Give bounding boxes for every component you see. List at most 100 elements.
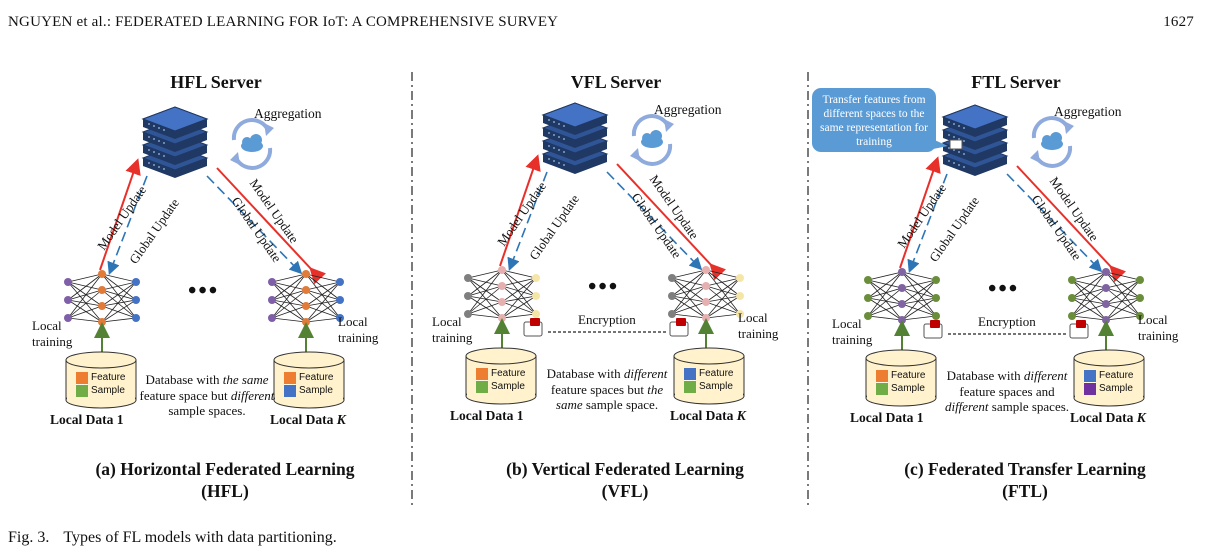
laptop-icon xyxy=(949,139,963,150)
encryption-lock-icon xyxy=(669,318,689,337)
local-data-k-prefix: Local Data xyxy=(1070,410,1137,425)
database-description-part: the same xyxy=(222,372,269,387)
model-update-arrow-left xyxy=(99,158,141,271)
local-training-label-left: Local training xyxy=(32,318,73,349)
subfigure-caption-line2: (HFL) xyxy=(201,481,249,501)
database-description-part: Database with xyxy=(145,372,223,387)
sample-label-right: Sample xyxy=(699,381,733,392)
aggregation-label: Aggregation xyxy=(654,102,722,117)
aggregation-cloud-icon xyxy=(630,114,674,166)
local-data-k-var: K xyxy=(1136,410,1146,425)
database-description-part: Database with xyxy=(546,366,624,381)
page-number: 1627 xyxy=(1163,14,1194,30)
sample-label-left: Sample xyxy=(91,385,125,396)
database-local-1 xyxy=(865,349,937,407)
sample-label-right: Sample xyxy=(1099,383,1133,394)
global-update-arrow-right xyxy=(206,175,303,275)
database-description-part: sample spaces. xyxy=(988,399,1070,414)
encryption-lock-icon xyxy=(523,318,543,337)
subfigure-caption-line1: (b) Vertical Federated Learning xyxy=(506,459,744,479)
feature-label-right: Feature xyxy=(1099,370,1134,381)
local-data-k-label: Local Data K xyxy=(1070,410,1146,426)
server-title: FTL Server xyxy=(971,72,1061,92)
local-training-label-left: Local training xyxy=(432,314,473,345)
model-update-arrow-right xyxy=(1016,165,1127,283)
server-title: VFL Server xyxy=(570,72,662,92)
local-training-label-left: Local training xyxy=(832,316,873,347)
server-icon xyxy=(541,102,609,174)
aggregation-cloud-icon xyxy=(1030,116,1074,168)
running-header-text: NGUYEN et al.: FEDERATED LEARNING FOR Io… xyxy=(8,14,559,30)
database-description-part: different xyxy=(230,387,275,403)
figure-caption: Fig. 3. Types of FL models with data part… xyxy=(8,529,337,547)
encryption-label: Encryption xyxy=(578,312,636,327)
global-update-arrow-right xyxy=(606,171,703,271)
aggregation-cloud-icon xyxy=(230,118,274,170)
database-description-part: feature space but xyxy=(139,387,231,403)
feature-label-left: Feature xyxy=(891,370,926,381)
feature-label-left: Feature xyxy=(491,368,526,379)
encryption-label: Encryption xyxy=(978,314,1036,329)
aggregation-label: Aggregation xyxy=(254,106,322,121)
database-description: Database with the same feature space but… xyxy=(139,372,275,419)
model-update-arrow-right xyxy=(616,163,727,281)
encryption-lock-icon xyxy=(1069,320,1089,339)
aggregation-label: Aggregation xyxy=(1054,104,1122,119)
database-description: Database with different feature spaces b… xyxy=(539,366,675,413)
subfigure-caption-line2: (VFL) xyxy=(601,481,649,501)
database-description-part: feature spaces and xyxy=(959,383,1055,399)
neural-network-left xyxy=(64,270,140,326)
database-local-1 xyxy=(465,347,537,405)
ellipsis: ••• xyxy=(588,274,620,300)
database-description: Database with different feature spaces a… xyxy=(939,368,1075,415)
neural-network-left xyxy=(464,266,540,322)
encryption-lock-icon xyxy=(923,320,943,339)
database-local-k xyxy=(1073,349,1145,407)
subfigure-caption-line1: (a) Horizontal Federated Learning xyxy=(95,459,355,479)
database-description-part: sample space. xyxy=(582,397,659,412)
model-update-arrow-right xyxy=(216,167,327,285)
update-arrows xyxy=(99,158,327,285)
local-data-k-var: K xyxy=(736,408,746,423)
database-description-part: Database with xyxy=(946,368,1024,383)
running-header: NGUYEN et al.: FEDERATED LEARNING FOR Io… xyxy=(8,14,558,31)
database-description-part: sample spaces. xyxy=(168,403,246,418)
neural-network-left xyxy=(864,268,940,324)
local-data-1-label: Local Data 1 xyxy=(50,412,124,427)
model-update-arrow-left xyxy=(499,154,541,267)
update-arrows xyxy=(899,156,1127,283)
global-update-arrow-right xyxy=(1006,173,1103,273)
neural-network-right xyxy=(668,266,744,322)
local-data-k-label: Local Data K xyxy=(270,412,346,428)
global-update-arrow-left xyxy=(107,175,148,275)
local-data-k-label: Local Data K xyxy=(670,408,746,424)
local-data-k-var: K xyxy=(336,412,346,427)
local-training-label-right: Local training xyxy=(338,314,379,345)
sample-label-left: Sample xyxy=(491,381,525,392)
local-data-k-prefix: Local Data xyxy=(670,408,737,423)
sample-label-left: Sample xyxy=(891,383,925,394)
database-description-part: different xyxy=(1023,368,1068,383)
server-icon xyxy=(141,106,209,178)
ellipsis: ••• xyxy=(188,278,220,304)
global-update-arrow-left xyxy=(907,173,948,273)
server-icon xyxy=(941,104,1009,176)
global-update-arrow-left xyxy=(507,171,548,271)
neural-network-right xyxy=(1068,268,1144,324)
model-update-arrow-left xyxy=(899,156,941,269)
local-data-1-label: Local Data 1 xyxy=(450,408,524,423)
transfer-features-bubble: Transfer features from different spaces … xyxy=(812,88,936,152)
subfigure-caption-line1: (c) Federated Transfer Learning xyxy=(904,459,1146,479)
sample-label-right: Sample xyxy=(299,385,333,396)
figure-caption-text: Types of FL models with data partitionin… xyxy=(63,529,337,546)
server-title: HFL Server xyxy=(170,72,262,92)
database-local-k xyxy=(673,347,745,405)
figure-number: Fig. 3. xyxy=(8,529,50,546)
database-description-part: feature spaces but xyxy=(550,381,648,397)
subfigure-caption-line2: (FTL) xyxy=(1002,481,1048,501)
database-local-k xyxy=(273,351,345,409)
